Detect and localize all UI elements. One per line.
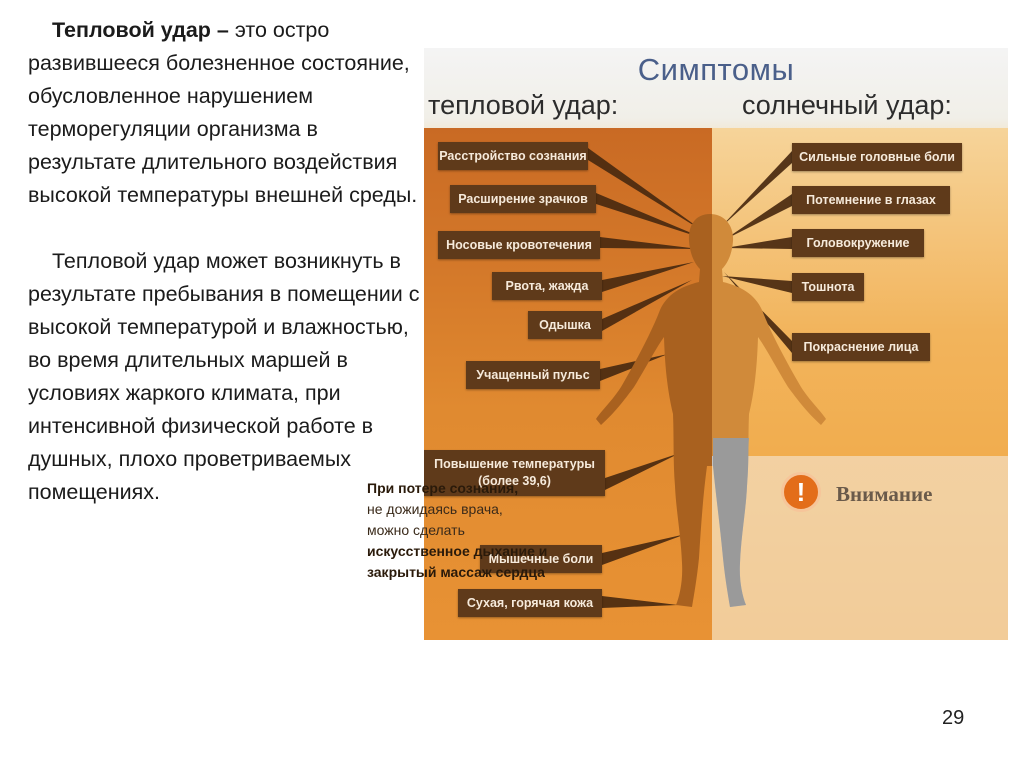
causes-paragraph: Тепловой удар может возникнуть в результ… — [28, 249, 420, 504]
pointer-temperature — [605, 453, 680, 490]
pointer-nosebleed — [600, 237, 699, 249]
symptom-sunstroke-dizziness: Головокружение — [792, 229, 924, 257]
sunstroke-title: солнечный удар: — [742, 90, 952, 120]
pointer-darkening — [724, 194, 792, 240]
symptoms-infographic: Симптомы тепловой удар: солнечный удар: — [424, 48, 1008, 640]
pointer-dizziness — [725, 237, 792, 249]
infographic-title: Симптомы — [637, 52, 795, 87]
attention-line: закрытый массаж сердца — [367, 564, 545, 580]
slide-text: Тепловой удар – это остро развившееся бо… — [28, 14, 422, 509]
symptom-heatstroke-dyspnea: Одышка — [528, 311, 602, 339]
symptom-heatstroke-pupils: Расширение зрачков — [450, 185, 596, 213]
attention-line: При потере сознания, — [367, 480, 519, 496]
pointer-dyspnea — [602, 280, 692, 331]
symptom-heatstroke-nosebleed: Носовые кровотечения — [438, 231, 600, 259]
attention-title: Внимание — [836, 482, 933, 506]
symptom-heatstroke-temperature: Повышение температуры (более 39,6) — [424, 450, 605, 496]
symptom-heatstroke-pulse: Учащенный пульс — [466, 361, 600, 389]
symptom-heatstroke-skin: Сухая, горячая кожа — [458, 589, 602, 617]
symptom-heatstroke-muscle: Мышечные боли — [480, 545, 602, 573]
symptom-sunstroke-nausea: Тошнота — [792, 273, 864, 301]
warning-icon: ! — [781, 472, 821, 512]
symptom-sunstroke-darkening: Потемнение в глазах — [792, 186, 950, 214]
pointer-muscle — [602, 534, 686, 565]
pointer-headache — [720, 151, 792, 228]
attention-line: можно сделать — [367, 522, 465, 538]
attention-text: При потере сознания, не дожидаясь врача,… — [367, 478, 582, 583]
heatstroke-title: тепловой удар: — [428, 90, 619, 120]
attention-line: искусственное дыхание и — [367, 543, 548, 559]
term-heatstroke: Тепловой удар – — [52, 18, 229, 42]
page-number: 29 — [942, 707, 965, 729]
attention-line: не дожидаясь врача, — [367, 501, 503, 517]
pointer-skin — [602, 596, 678, 608]
symptom-heatstroke-vomit: Рвота, жажда — [492, 272, 602, 300]
symptom-sunstroke-redness: Покраснение лица — [792, 333, 930, 361]
pointer-consciousness — [588, 148, 706, 233]
pointer-pupils — [596, 193, 708, 240]
pointer-nausea — [722, 276, 792, 293]
human-silhouette — [596, 214, 1008, 640]
pointer-vomit — [602, 262, 694, 292]
definition-text: это остро развившееся болезненное состоя… — [28, 18, 418, 207]
symptom-sunstroke-headache: Сильные головные боли — [792, 143, 962, 171]
symptom-heatstroke-consciousness: Расстройство сознания — [438, 142, 588, 170]
definition-paragraph: Тепловой удар – это остро развившееся бо… — [28, 14, 422, 212]
